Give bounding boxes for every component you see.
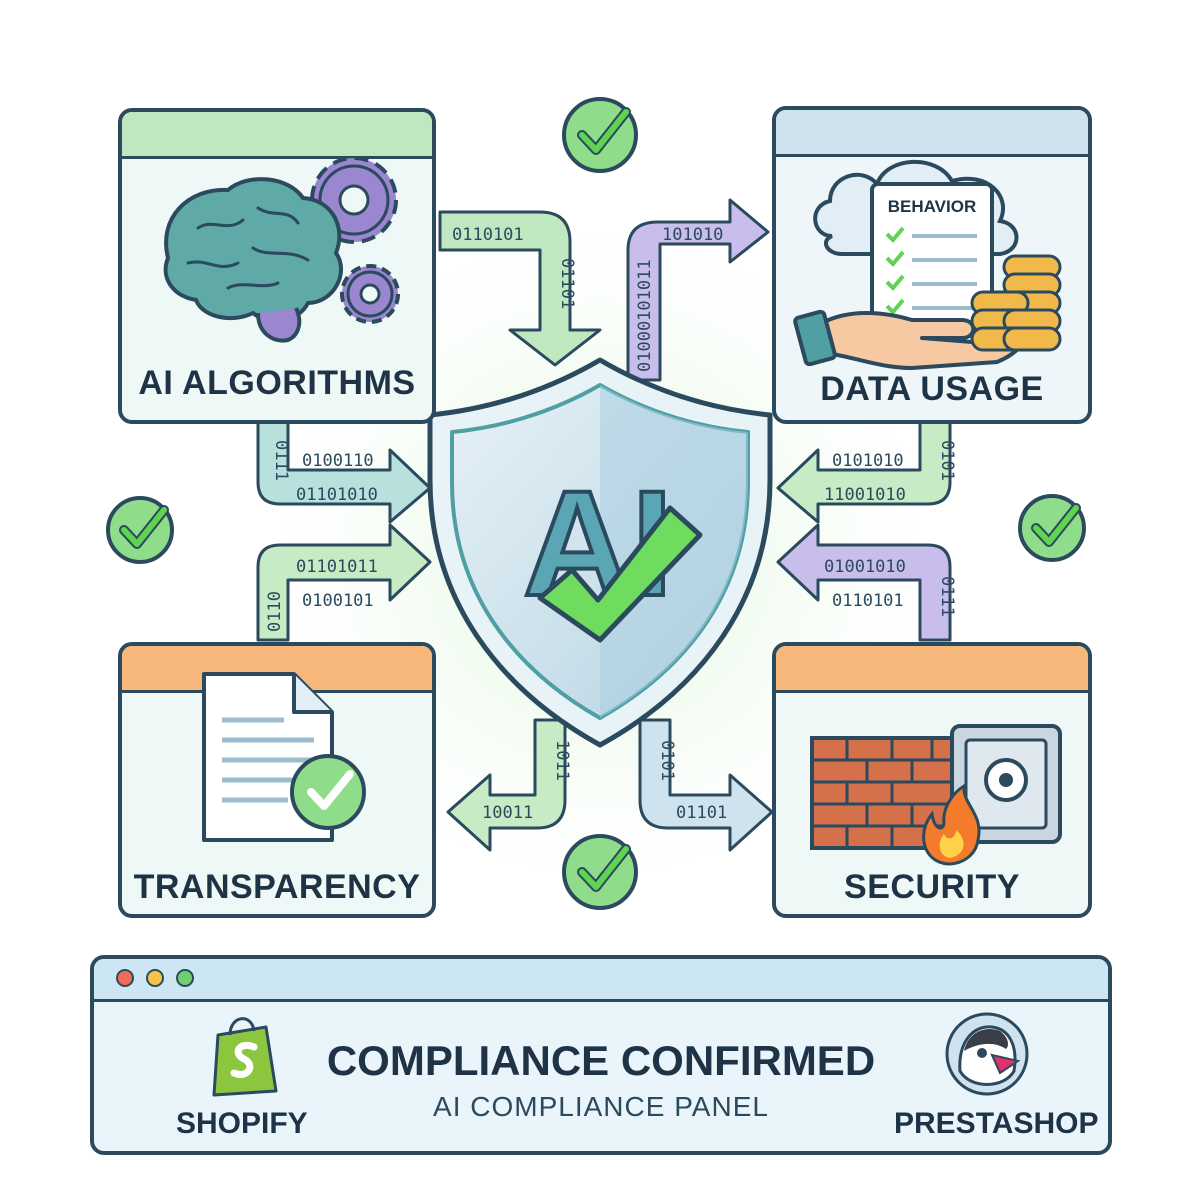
binary-text: 11001010 xyxy=(824,485,906,505)
card-label: TRANSPARENCY xyxy=(133,868,421,906)
binary-text: 01001010 xyxy=(824,557,906,577)
coin-stack-icon xyxy=(970,254,1062,352)
card-ai-algorithms: AI ALGORITHMS xyxy=(118,108,436,424)
arrow-mid-left-upper xyxy=(256,418,432,524)
check-badge-icon xyxy=(106,496,174,564)
binary-text: 0110101 xyxy=(832,591,904,611)
check-badge-icon xyxy=(1018,494,1086,562)
binary-text: 0110101 xyxy=(452,225,524,245)
binary-text: 1011 xyxy=(552,740,572,781)
arrow-mid-right-lower xyxy=(776,523,952,642)
arrow-mid-left-lower xyxy=(256,523,432,642)
arrow-top-right xyxy=(626,198,770,382)
prestashop-puffin-icon xyxy=(945,1012,1029,1096)
card-data-usage: BEHAVIOR DATA USAGE xyxy=(772,106,1092,424)
panel-subtitle: AI COMPLIANCE PANEL xyxy=(433,1091,769,1122)
compliance-panel: SHOPIFY COMPLIANCE CONFIRMED AI COMPLIAN… xyxy=(90,955,1112,1155)
binary-text: 0101 xyxy=(657,740,677,781)
shopify-bag-icon xyxy=(212,1017,278,1097)
card-transparency: TRANSPARENCY xyxy=(118,642,436,918)
card-label: SECURITY xyxy=(844,868,1020,906)
panel-title: COMPLIANCE CONFIRMED xyxy=(326,1037,876,1084)
brain-gears-icon xyxy=(163,156,400,343)
check-badge-icon xyxy=(562,97,638,173)
panel-titlebar xyxy=(94,959,1108,1002)
arrow-bottom-left xyxy=(446,718,567,852)
gear-icon xyxy=(340,264,400,324)
window-maximize-dot[interactable] xyxy=(176,969,194,987)
binary-text: 0100110 xyxy=(302,451,374,471)
binary-text: 0101010 xyxy=(832,451,904,471)
shopify-label: SHOPIFY xyxy=(176,1107,308,1140)
binary-text: 01101010 xyxy=(296,485,378,505)
document-heading: BEHAVIOR xyxy=(888,197,976,216)
arrow-mid-right-upper xyxy=(776,418,952,524)
binary-text: 01000101011 xyxy=(635,259,655,372)
binary-text: 0101 xyxy=(937,440,957,481)
card-header-bar xyxy=(776,110,1088,157)
card-label: AI ALGORITHMS xyxy=(138,364,416,402)
binary-text: 0111 xyxy=(937,576,957,617)
shield-checkmark-icon xyxy=(537,505,703,643)
firewall-safe-illustration xyxy=(810,724,1062,866)
binary-text: 01101 xyxy=(557,258,577,309)
card-header-bar xyxy=(776,646,1088,693)
safe-icon xyxy=(950,724,1062,844)
binary-text: 01101011 xyxy=(296,557,378,577)
binary-text: 101010 xyxy=(662,225,723,245)
window-minimize-dot[interactable] xyxy=(146,969,164,987)
binary-text: 10011 xyxy=(482,803,533,823)
card-label: DATA USAGE xyxy=(820,370,1044,408)
prestashop-label: PRESTASHOP xyxy=(894,1107,1099,1140)
arrow-top-left xyxy=(438,210,602,367)
window-close-dot[interactable] xyxy=(116,969,134,987)
arrow-bottom-right xyxy=(638,718,774,852)
flame-icon xyxy=(922,783,981,866)
check-badge-icon xyxy=(562,834,638,910)
binary-text: 01101 xyxy=(676,803,727,823)
binary-text: 0100101 xyxy=(302,591,374,611)
data-usage-illustration: BEHAVIOR xyxy=(793,159,1062,370)
document-check-icon xyxy=(202,672,366,842)
binary-text: 0110 xyxy=(265,591,285,632)
card-header-bar xyxy=(122,112,432,159)
card-security: SECURITY xyxy=(772,642,1092,918)
binary-text: 0111 xyxy=(271,440,291,481)
